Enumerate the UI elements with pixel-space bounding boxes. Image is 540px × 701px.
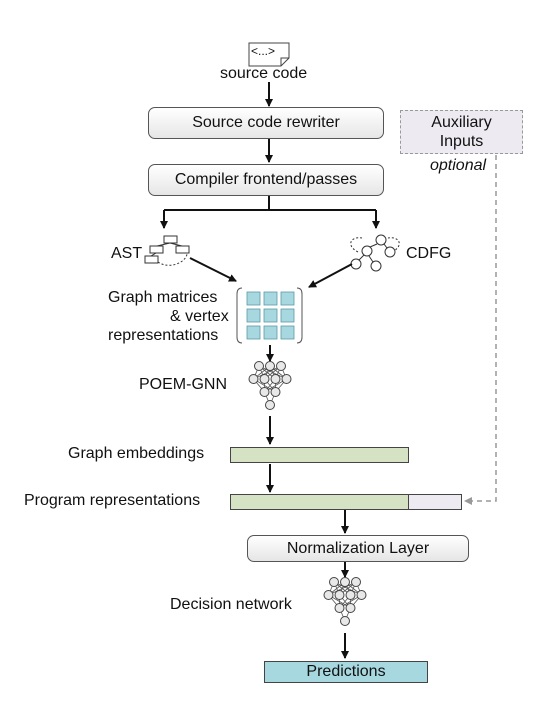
network-node [254, 361, 264, 371]
network-node [265, 361, 275, 371]
decision-network-icon [323, 577, 367, 626]
decision-network-label: Decision network [170, 596, 292, 613]
matrix-cell [263, 325, 278, 340]
network-node [351, 577, 361, 587]
ast-icon [144, 235, 190, 266]
matrix-cell [246, 308, 261, 323]
matrix-cell [263, 308, 278, 323]
matrix-cell [246, 325, 261, 340]
poem-gnn-icon [248, 361, 292, 410]
auxiliary-optional-label: optional [430, 157, 487, 174]
graph-matrices-label-line1: Graph matrices [108, 289, 218, 306]
matrix-cell [280, 291, 295, 306]
auxiliary-dashed-arrow [464, 155, 497, 505]
network-node [259, 374, 270, 384]
program-representations-bar [230, 494, 409, 510]
source-code-label: source code [220, 65, 308, 82]
normalization-layer-box: Normalization Layer [247, 535, 469, 562]
arrow-cdfg-to-matrices [308, 263, 353, 288]
network-node [323, 590, 334, 600]
network-node [345, 590, 356, 600]
cdfg-label: CDFG [406, 245, 452, 262]
network-node [356, 590, 367, 600]
network-node [276, 361, 286, 371]
network-node [329, 577, 339, 587]
graph-matrices-icon [236, 287, 303, 344]
cdfg-icon [350, 234, 400, 272]
network-node [345, 603, 356, 613]
network-node [334, 603, 345, 613]
source-code-rewriter-box: Source code rewriter [148, 107, 384, 139]
graph-matrices-label-line3: representations [108, 327, 219, 344]
graph-matrices-label-line2: & vertex [170, 308, 229, 325]
network-node [340, 577, 350, 587]
ast-label: AST [111, 245, 143, 262]
network-node [340, 616, 350, 626]
auxiliary-representation-bar [408, 494, 462, 510]
network-node [281, 374, 292, 384]
network-node [270, 374, 281, 384]
network-node [265, 400, 275, 410]
auxiliary-inputs-box: Auxiliary Inputs [400, 110, 523, 154]
matrix-cell [280, 325, 295, 340]
network-node [270, 387, 281, 397]
matrix-cell [263, 291, 278, 306]
network-node [259, 387, 270, 397]
predictions-box: Predictions [264, 661, 428, 683]
arrow-ast-to-matrices [189, 257, 237, 282]
source-code-icon-text: <...> [251, 44, 276, 58]
matrix-cell [280, 308, 295, 323]
source-code-icon [248, 42, 290, 67]
graph-embeddings-label: Graph embeddings [68, 445, 205, 462]
auxiliary-inputs-line2: Inputs [439, 133, 484, 150]
matrix-cell [246, 291, 261, 306]
auxiliary-inputs-line1: Auxiliary [431, 114, 492, 131]
program-representations-label: Program representations [24, 492, 201, 509]
graph-embeddings-bar [230, 447, 409, 463]
poem-gnn-label: POEM-GNN [139, 376, 227, 393]
branch-lines [160, 195, 380, 229]
compiler-frontend-box: Compiler frontend/passes [148, 164, 384, 196]
network-node [248, 374, 259, 384]
network-node [334, 590, 345, 600]
